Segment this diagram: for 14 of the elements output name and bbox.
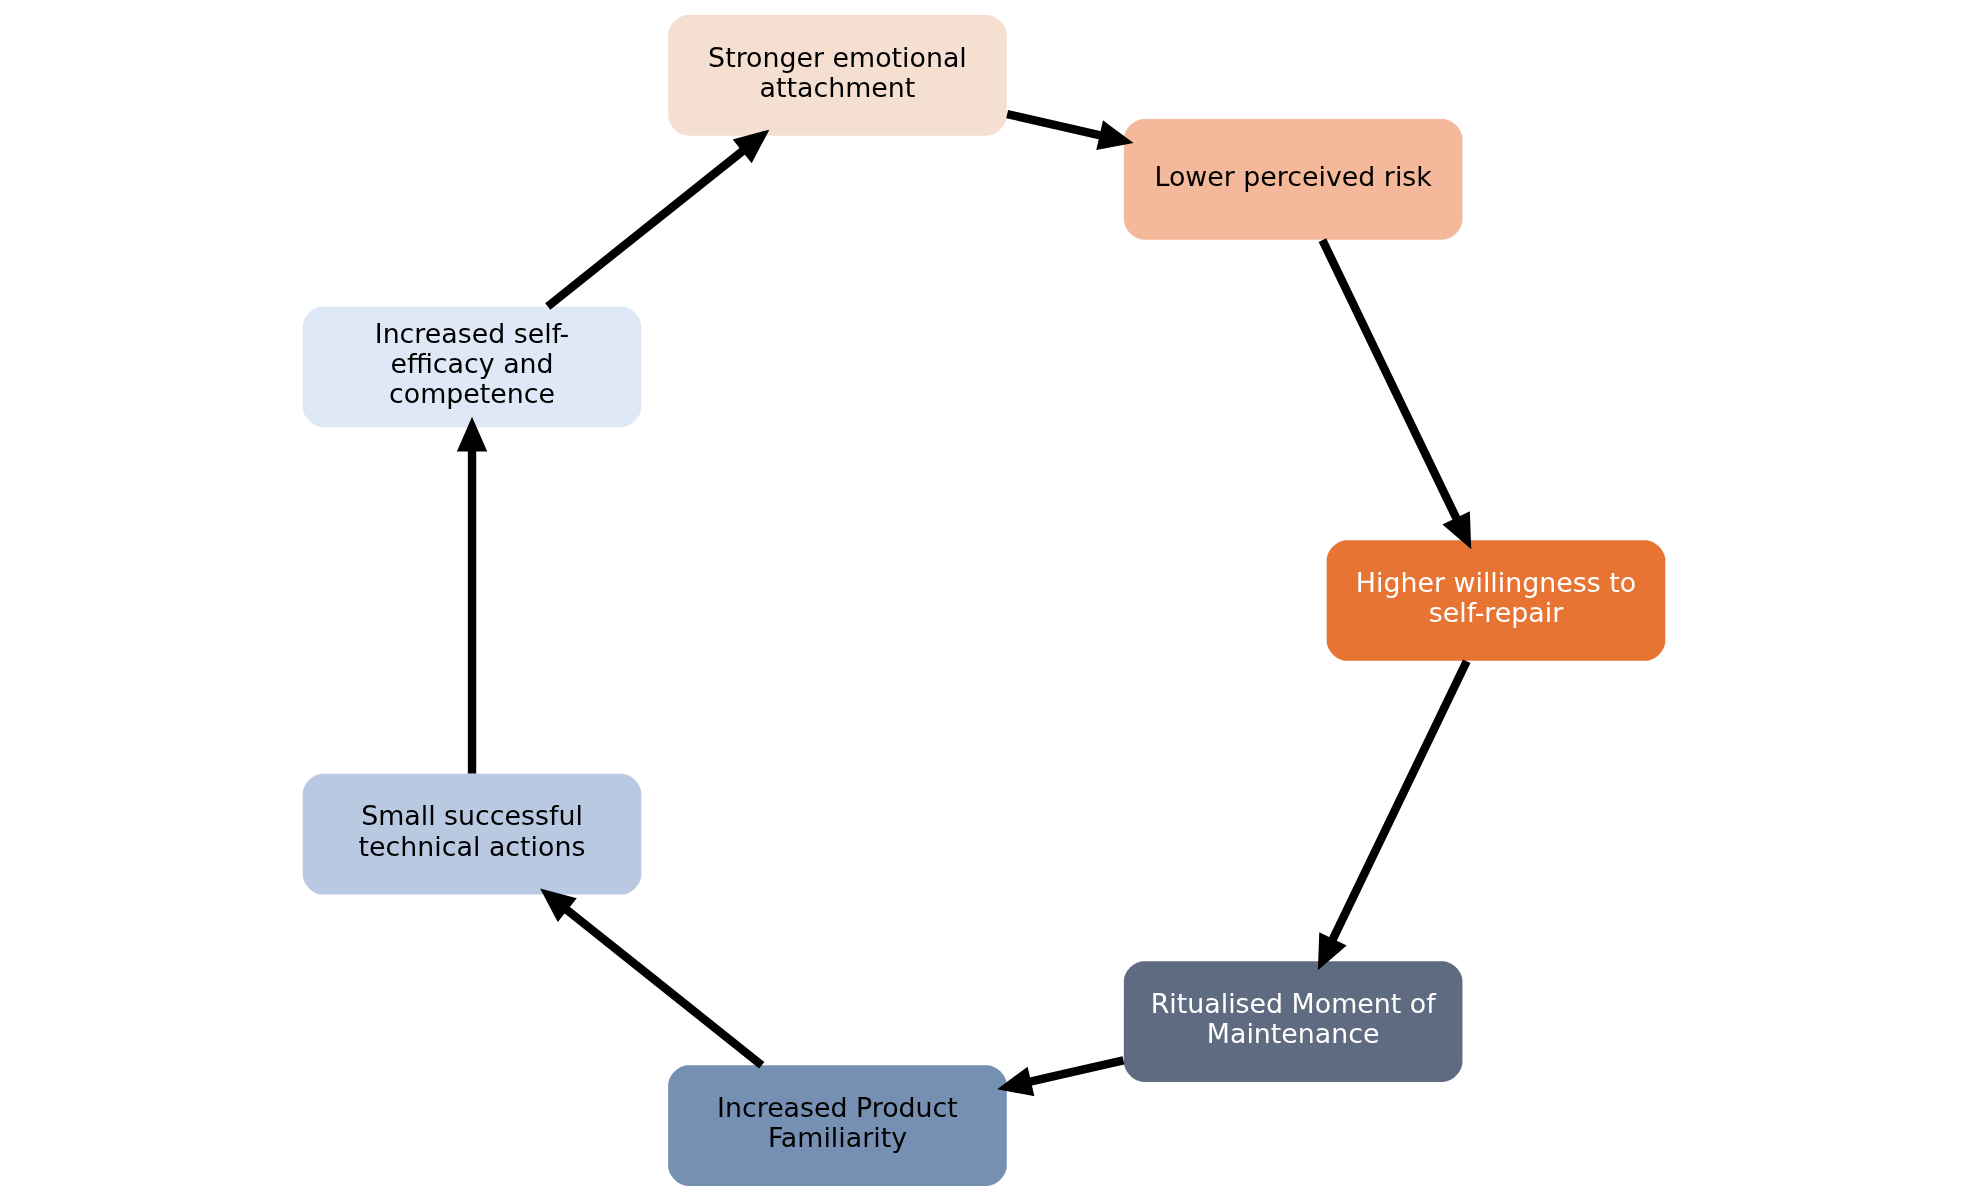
arrow	[540, 888, 765, 1069]
node-box: Higher willingness to self-repair	[1326, 540, 1666, 661]
node-box: Ritualised Moment of Maintenance	[1123, 961, 1463, 1082]
arrow	[456, 416, 488, 774]
node-box: Small successful technical actions	[302, 773, 642, 895]
node-box: Increased Product Familiarity	[668, 1065, 1007, 1186]
arrow	[545, 129, 770, 310]
arrow	[1317, 659, 1471, 971]
arrow	[1318, 238, 1472, 550]
arrow	[1006, 110, 1134, 151]
node-box: Lower perceived risk	[1123, 119, 1463, 240]
arrow	[997, 1056, 1125, 1097]
node-box: Stronger emotional attachment	[668, 15, 1007, 136]
node-box: Increased self-efficacy and competence	[302, 306, 642, 428]
